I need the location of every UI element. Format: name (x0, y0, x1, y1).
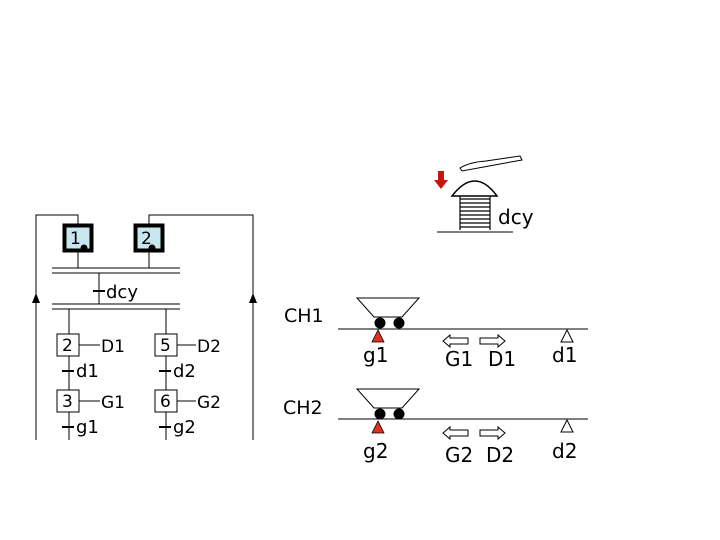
step-2-label: 2 (141, 229, 152, 249)
cart-2-wheel-left (374, 408, 386, 420)
transition-dcy: dcy (106, 282, 138, 303)
arrow-left-icon (442, 425, 469, 441)
arrow-left-icon (442, 333, 469, 349)
channel-1: CH1 g1 G1 D1 d1 (284, 297, 588, 371)
cart-2-wheel-right (393, 408, 405, 420)
push-button[interactable]: dcy (434, 155, 534, 233)
grafcet (32, 214, 257, 440)
cart-2-hopper (355, 388, 421, 409)
step-1-label: 1 (70, 229, 81, 249)
action-left-a: D1 (101, 337, 125, 357)
transition-left-a: d1 (76, 361, 99, 382)
channel-2-left-sensor: g2 (363, 439, 388, 463)
sensor-g2-marker (371, 420, 385, 434)
channel-2-name: CH2 (283, 397, 323, 419)
action-left-b: G1 (101, 393, 125, 413)
press-arrow-icon (434, 171, 448, 189)
channel-1-move-left: G1 (445, 347, 473, 371)
transition-right-b: g2 (173, 417, 196, 438)
step-left-b: 3 (62, 392, 73, 412)
channel-2-move-right: D2 (486, 443, 514, 467)
channel-1-left-sensor: g1 (363, 343, 388, 367)
sensor-d2-marker (560, 418, 574, 433)
step-right-b: 6 (160, 392, 171, 412)
button-cap (450, 180, 499, 197)
step-left-a: 2 (62, 336, 73, 356)
cart-1-wheel-right (393, 317, 405, 329)
button-spring (459, 196, 491, 230)
arrow-right-icon (479, 333, 506, 349)
channel-2-right-sensor: d2 (552, 439, 577, 463)
channel-1-move-right: D1 (488, 347, 516, 371)
channel-1-name: CH1 (284, 305, 324, 327)
sensor-d1-marker (560, 328, 574, 343)
step-right-a: 5 (160, 336, 171, 356)
channel-2-move-left: G2 (445, 443, 473, 467)
transition-right-a: d2 (173, 361, 196, 382)
cart-1-wheel-left (374, 317, 386, 329)
arrow-right-icon (479, 425, 506, 441)
action-right-a: D2 (197, 337, 221, 357)
hand-icon (459, 155, 523, 172)
cart-1-hopper (355, 297, 421, 318)
sensor-g1-marker (371, 329, 385, 343)
transition-left-b: g1 (76, 417, 99, 438)
channel-2: CH2 g2 G2 D2 d2 (283, 388, 588, 467)
action-right-b: G2 (197, 393, 221, 413)
button-label: dcy (498, 205, 534, 229)
channel-1-right-sensor: d1 (552, 343, 577, 367)
